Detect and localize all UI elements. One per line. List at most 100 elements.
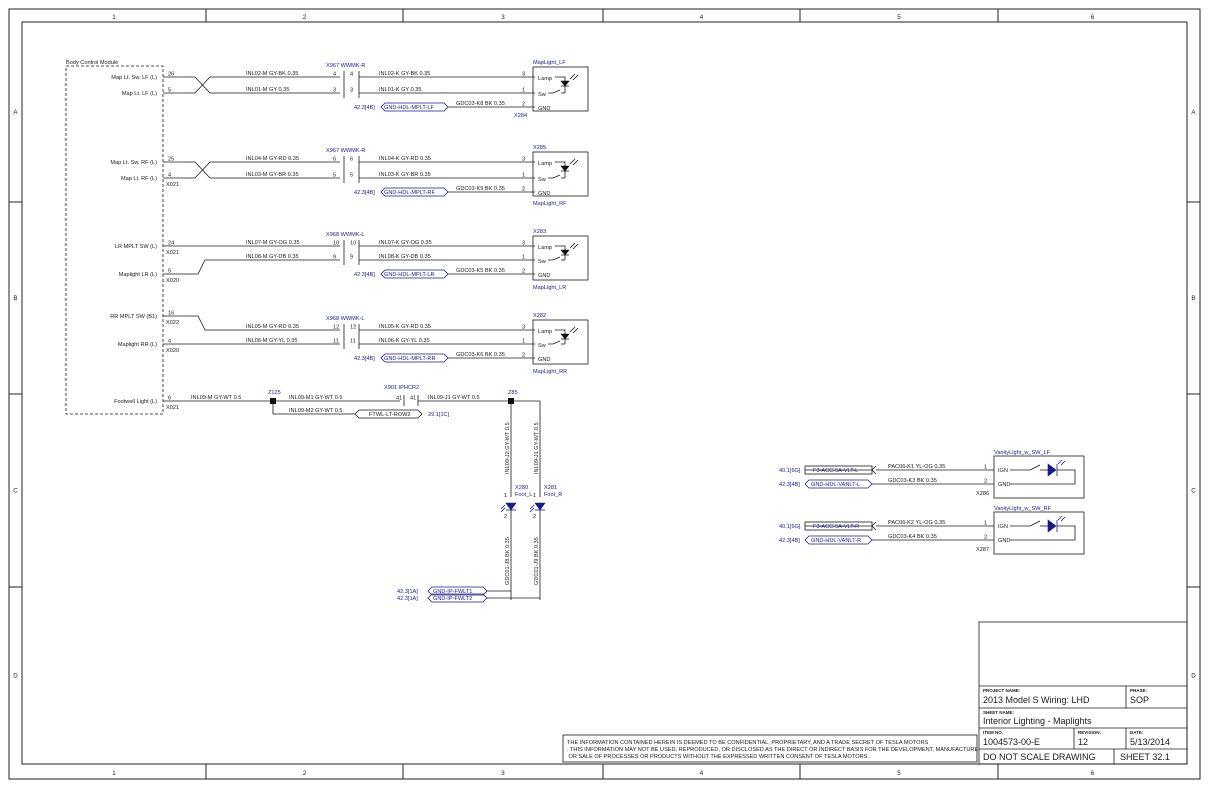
row-marker: A: [1191, 109, 1196, 116]
footlight-name: Foot_R: [544, 492, 562, 498]
ground-name: GND-IP-FWLT2: [433, 596, 472, 602]
vanity-light-box: [993, 511, 1085, 555]
bcm-pin-number: 26: [168, 72, 174, 78]
wire: [555, 76, 566, 81]
ground-name: GND-HDL-VANLT-L: [811, 482, 860, 488]
connector-pin: 10: [350, 241, 356, 247]
do-not-scale-label: DO NOT SCALE DRAWING: [983, 752, 1096, 762]
row-marker: B: [13, 295, 17, 302]
revision-label: REVISION:: [1078, 730, 1102, 735]
source-page-ref: 40.1[6G]: [779, 468, 801, 474]
wire-label: INL05-K GY-RD 0.35: [379, 324, 431, 330]
column-marker: 4: [700, 770, 704, 777]
bcm-pin-label: Footwell Light (L): [114, 399, 157, 405]
inner-border: [21, 21, 1188, 765]
wire-label: INL09-M2 GY-WT 0.5: [289, 408, 342, 414]
diode-icon: [560, 80, 570, 87]
lamp-label: Lamp: [538, 245, 552, 251]
maplight-name: MapLight_RR: [533, 369, 567, 375]
lamp-label: Lamp: [538, 329, 552, 335]
connector-pin: 11: [350, 339, 356, 345]
wire-label: INL02-M GY-BK 0.35: [246, 71, 298, 77]
row-marker: B: [1191, 295, 1195, 302]
wire-label: GDC03-K4 BK 0.35: [888, 534, 937, 540]
ground-label: GND: [538, 191, 550, 197]
lamp-pin: 3: [522, 157, 525, 163]
ground-name: GND-HDL-MPLT-LF: [384, 105, 435, 111]
wire-label: GDC03-K3 BK 0.35: [888, 478, 937, 484]
lamp-pin: 2: [533, 514, 536, 520]
connector-pin: 2: [984, 479, 987, 485]
connector-pin: 5: [350, 173, 353, 179]
wire-label: INL09-M GY-WT 0.5: [191, 395, 241, 401]
maplight-box: [532, 151, 589, 197]
wire-label: INL05-M GY-RD 0.35: [246, 324, 299, 330]
source-ref-box: [804, 465, 873, 475]
lamp-label: Lamp: [538, 161, 552, 167]
connector-pin: 4: [333, 72, 336, 78]
ground-label: GND: [998, 482, 1010, 488]
bcm-title: Body Control Module: [66, 60, 118, 66]
ground-label: GND: [538, 357, 550, 363]
item-number: 1004573-00-E: [983, 737, 1040, 747]
row-marker: C: [1191, 488, 1196, 495]
light-ray-icon: [1057, 459, 1066, 466]
column-marker: 3: [501, 14, 505, 21]
bcm-pin-label: Map Lt. RF (L): [121, 176, 157, 182]
connector-pin: 6: [350, 157, 353, 163]
footwell-ref-box: [354, 409, 423, 419]
lamp-label: Lamp: [538, 76, 552, 82]
phase-label: PHASE:: [1130, 688, 1148, 693]
maplight-connector: X283: [533, 229, 546, 235]
diode-icon: [560, 333, 570, 340]
lamp-pin: 1: [522, 339, 525, 345]
wire-label-vertical: INL09-J2 GY-WT 0.5: [505, 422, 511, 474]
row-marker: C: [13, 488, 18, 495]
ground-name: GND-HDL-MPLT-RF: [384, 190, 435, 196]
ground-page-ref: 42.3[4B]: [354, 190, 375, 196]
switch-icon: [548, 256, 561, 261]
bcm-pin-number: 4: [168, 173, 171, 179]
led-icon: [534, 502, 546, 511]
ground-page-ref: 42.3[1A]: [397, 589, 418, 595]
column-marker: 6: [1091, 770, 1095, 777]
connector-pin: 5: [333, 173, 336, 179]
ign-label: IGN: [998, 468, 1008, 474]
item-label: ITEM NO.: [983, 730, 1003, 735]
maplight-connector: X285: [533, 145, 546, 151]
maplight-box: [532, 235, 589, 281]
connector-pin: 1: [984, 521, 987, 527]
maplight-box: [532, 66, 589, 112]
wire-label: INL03-M GY-BR 0.35: [246, 172, 299, 178]
ign-label: IGN: [998, 524, 1008, 530]
wire-label: GDC03-K8 BK 0.35: [456, 101, 505, 107]
wire: [185, 315, 340, 331]
maplight-box: [532, 319, 589, 365]
lamp-pin: 2: [522, 102, 525, 108]
wire-label: INL01-K GY 0.35: [379, 87, 422, 93]
ground-page-ref: 42.3[4B]: [779, 482, 800, 488]
bcm-pin-label: RR MPLT SW (B1): [110, 314, 157, 320]
diode-icon: [560, 249, 570, 256]
maplight-name: MapLight_RF: [533, 201, 567, 207]
confidential-notice-box: [562, 734, 978, 763]
wire-label: PAC06-K2 YL-OG 0.35: [888, 520, 945, 526]
bcm-connector: X021: [166, 405, 179, 411]
inline-connector-name: X901 IPHCR2: [384, 385, 419, 391]
maplight-name: MapLight_LR: [533, 285, 566, 291]
lamp-pin: 3: [522, 241, 525, 247]
splice-name: Z125: [268, 390, 281, 396]
drawing-border: [8, 8, 1201, 780]
vanity-connector: X286: [976, 491, 989, 497]
ground-ref-box: [427, 593, 488, 603]
bcm-pin-label: Maplight LR (L): [119, 272, 157, 278]
led-icon: [1047, 463, 1057, 477]
light-ray-icon: [1057, 515, 1066, 522]
light-ray-icon: [529, 504, 535, 513]
wire-label: INL08-K GY-DB 0.35: [379, 254, 431, 260]
bcm-pin-number: 25: [168, 157, 174, 163]
connector-pin: 2: [984, 535, 987, 541]
lamp-pin: 1: [522, 255, 525, 261]
footlight-connector: X280: [515, 485, 528, 491]
